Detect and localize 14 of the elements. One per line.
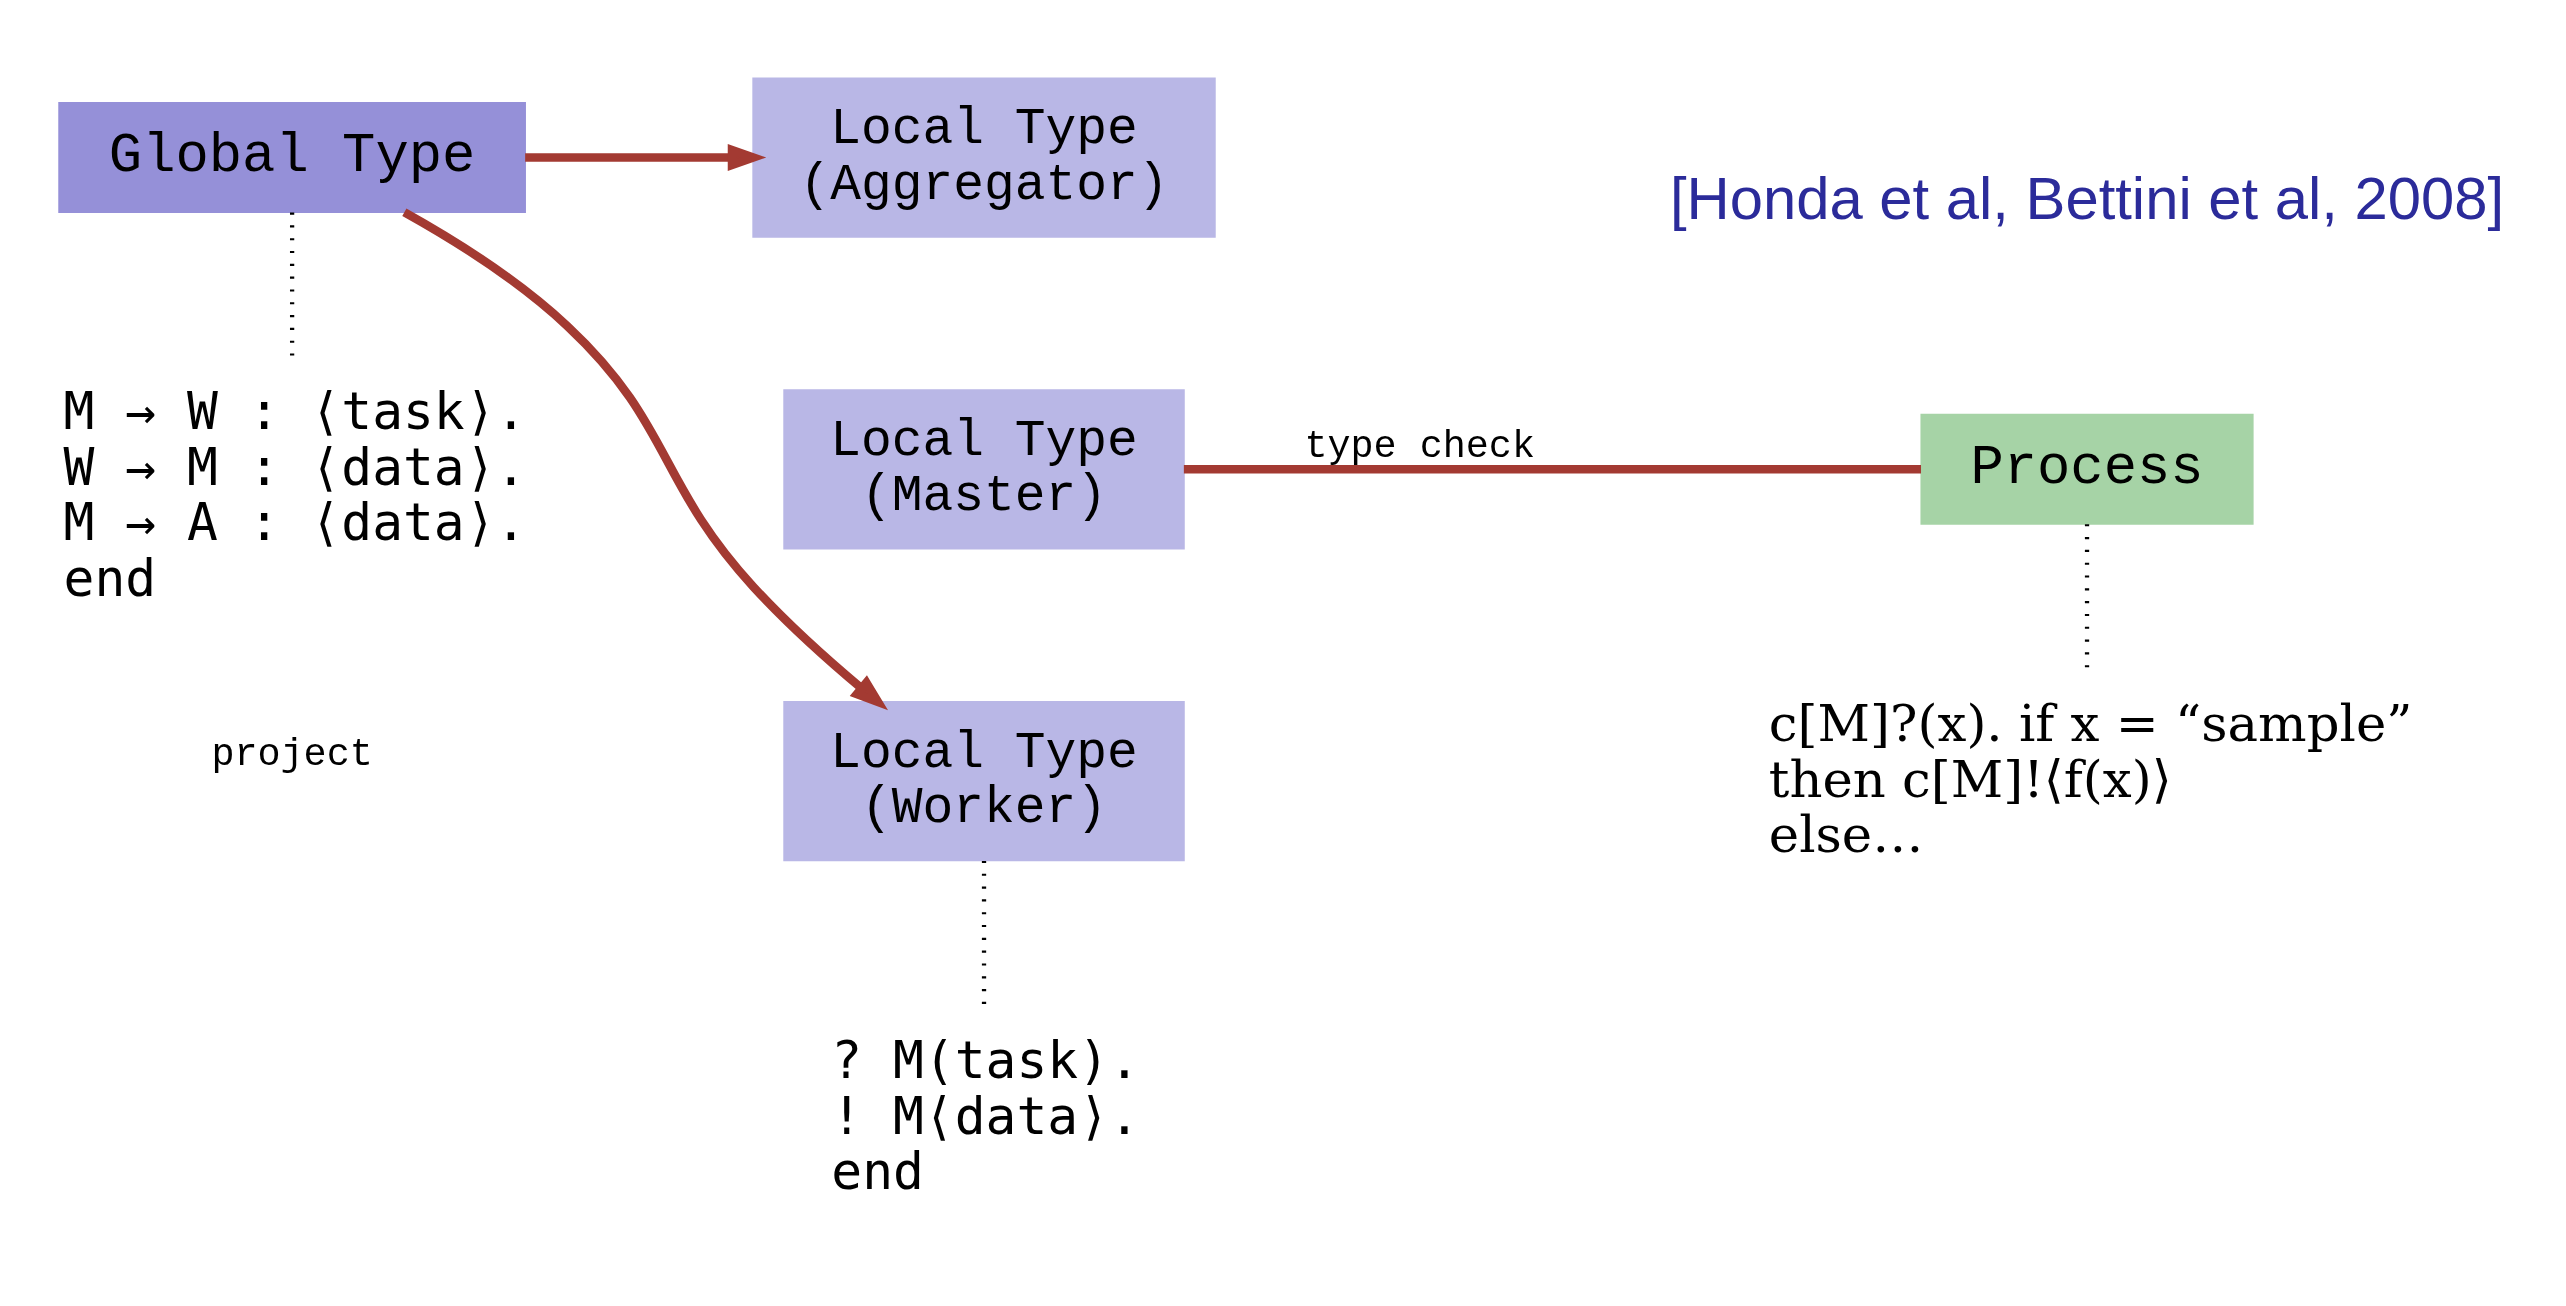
node-box: Process — [1920, 413, 2254, 525]
node-box: Local Type (Master) — [783, 389, 1185, 550]
arrow — [525, 144, 767, 172]
node-box: Local Type (Worker) — [783, 701, 1185, 862]
node-text: c[M]?(x). if x = “sample” then c[M]!⟨f(x)⟩ else… — [1768, 692, 2413, 865]
node-box: Local Type (Aggregator) — [752, 77, 1216, 238]
arrow — [402, 208, 889, 711]
label: project — [211, 732, 373, 777]
connector — [1183, 465, 1921, 474]
label: [Honda et al, Bettini et al, 2008] — [1669, 165, 2505, 233]
edge-label: type check — [1304, 425, 1535, 470]
node-text: ? M(task). ! M⟨data⟩. end — [831, 1030, 1140, 1202]
node-text: M → W : ⟨task⟩. W → M : ⟨data⟩. M → A : ⟨data⟩. end — [63, 381, 527, 608]
node-box: Global Type — [58, 102, 526, 214]
